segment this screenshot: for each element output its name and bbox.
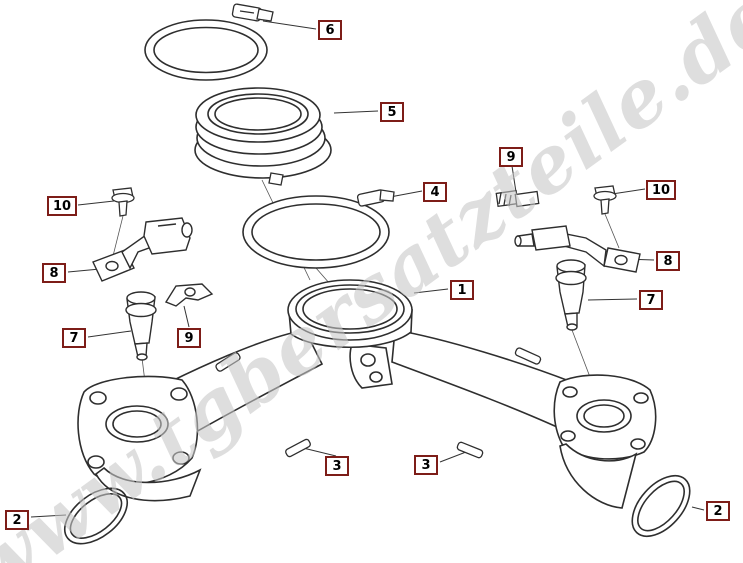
part-bolt-right	[593, 185, 617, 215]
callout-8-left: 8	[42, 263, 66, 283]
callout-10-left: 10	[47, 196, 78, 216]
part-intake-manifold	[77, 279, 657, 509]
callout-7-right: 7	[639, 290, 663, 310]
part-hose-clamp-upper	[144, 3, 274, 81]
part-oring-right	[631, 474, 691, 538]
callout-4: 4	[423, 182, 447, 202]
part-injector-left	[125, 291, 157, 361]
callout-5: 5	[380, 102, 404, 122]
callout-3-left: 3	[325, 456, 349, 476]
part-hose-clamp-lower	[242, 189, 395, 269]
callout-10-right: 10	[646, 180, 677, 200]
part-sensor-connector	[495, 189, 540, 208]
callout-2-left: 2	[5, 510, 29, 530]
part-clip-bracket	[164, 283, 214, 307]
part-injector-right	[555, 259, 587, 331]
part-bolt-left	[111, 187, 135, 217]
callout-8-right: 8	[656, 251, 680, 271]
part-bracket-left	[92, 217, 193, 282]
part-oring-left	[64, 487, 128, 545]
callout-3-right: 3	[414, 455, 438, 475]
callout-2-right: 2	[706, 501, 730, 521]
callout-1: 1	[450, 280, 474, 300]
callout-7-left: 7	[62, 328, 86, 348]
part-intake-boot	[194, 87, 332, 186]
part-bracket-right	[514, 225, 641, 273]
callout-9-mid: 9	[177, 328, 201, 348]
callout-9-top: 9	[499, 147, 523, 167]
callout-6: 6	[318, 20, 342, 40]
part-studs	[215, 347, 542, 459]
